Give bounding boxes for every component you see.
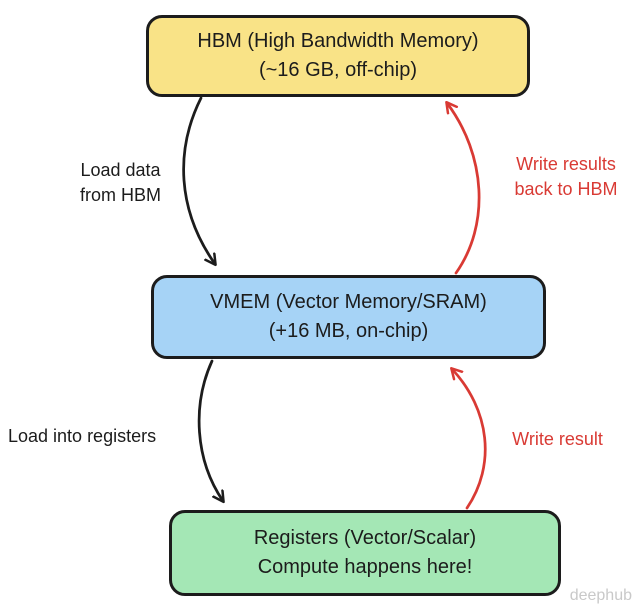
node-registers-subtitle: Compute happens here! — [257, 556, 473, 578]
node-vmem-subtitle: (+16 MB, on-chip) — [268, 320, 429, 342]
node-hbm: HBM (High Bandwidth Memory) (~16 GB, off… — [146, 15, 530, 97]
edge-label-load-data-from-hbm: Load data from HBM — [80, 160, 161, 206]
node-vmem-title: VMEM (Vector Memory/SRAM) — [210, 291, 487, 313]
node-hbm-subtitle: (~16 GB, off-chip) — [258, 59, 418, 81]
arrow-write-vmem-to-hbm — [447, 103, 481, 275]
node-registers-title: Registers (Vector/Scalar) — [253, 527, 477, 549]
arrow-load-vmem-to-registers — [197, 359, 223, 501]
edge-label-write-result: Write result — [512, 429, 603, 449]
arrow-load-hbm-to-vmem — [182, 96, 215, 264]
edge-label-write-results-back-to-hbm: Write results back to HBM — [514, 154, 618, 200]
node-hbm-title: HBM (High Bandwidth Memory) — [197, 30, 479, 52]
edge-label-load-into-registers: Load into registers — [8, 426, 157, 446]
arrow-write-registers-to-vmem — [452, 369, 487, 510]
watermark: deephub — [569, 587, 632, 604]
node-registers: Registers (Vector/Scalar) Compute happen… — [169, 510, 561, 596]
node-vmem: VMEM (Vector Memory/SRAM) (+16 MB, on-ch… — [151, 275, 546, 359]
